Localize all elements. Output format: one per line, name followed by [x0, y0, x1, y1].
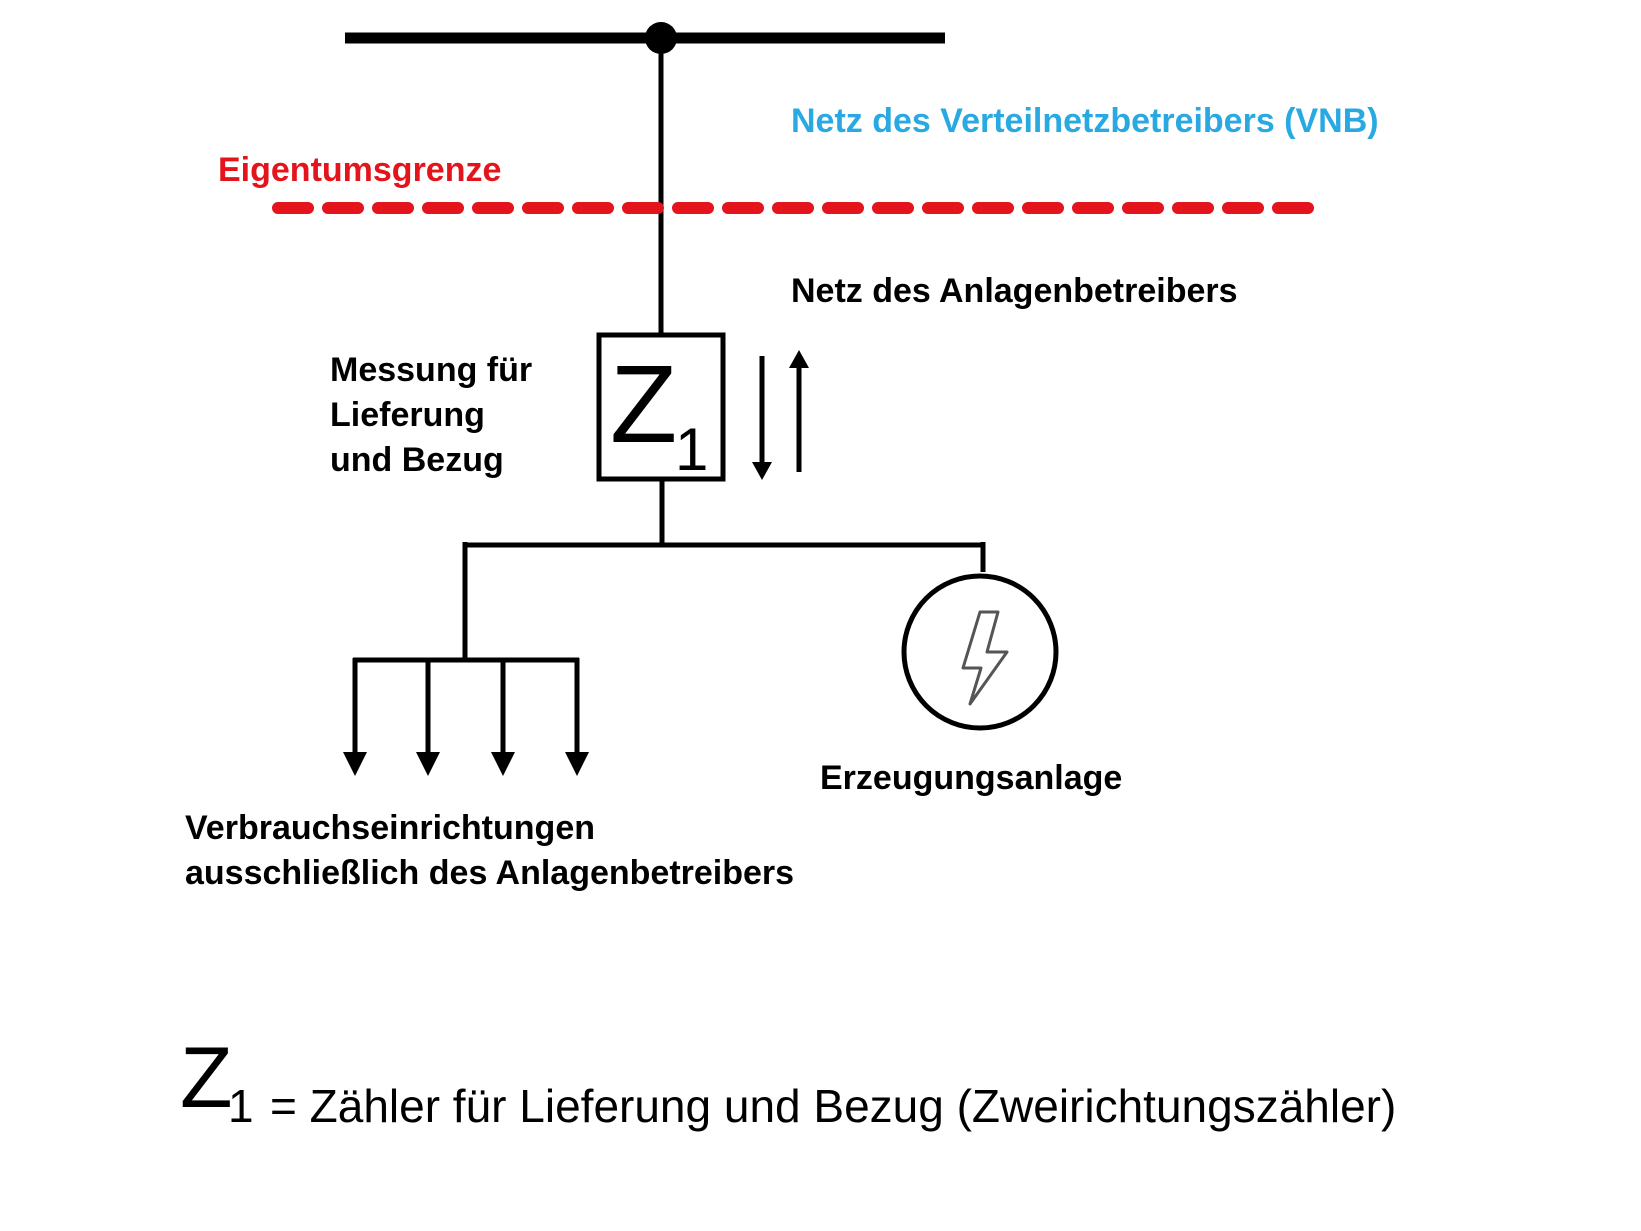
ownership-boundary-label: Eigentumsgrenze — [218, 151, 502, 189]
measurement-label-line2: Lieferung — [330, 396, 485, 434]
consumers-label: Verbrauchseinrichtungen ausschließlich d… — [185, 806, 794, 896]
legend-index: 1 — [228, 1080, 254, 1132]
down-arrow-icon — [416, 658, 440, 776]
meter-index: 1 — [675, 416, 709, 483]
measurement-label: Messung für Lieferung und Bezug — [330, 348, 532, 483]
meter-box — [596, 332, 726, 482]
down-arrow-icon — [343, 658, 367, 776]
measurement-label-line1: Messung für — [330, 351, 533, 389]
lightning-bolt-icon — [961, 610, 1009, 706]
measurement-label-line3: und Bezug — [330, 441, 504, 479]
connection-node — [645, 22, 677, 54]
operator-network-label: Netz des Anlagenbetreibers — [791, 272, 1238, 310]
generation-label: Erzeugungsanlage — [820, 759, 1123, 797]
down-arrow-icon — [565, 658, 589, 776]
consumers-label-line1: Verbrauchseinrichtungen — [185, 809, 595, 847]
legend-symbol: Z — [180, 1030, 233, 1126]
vnb-network-label: Netz des Verteilnetzbetreibers (VNB) — [791, 102, 1379, 140]
legend-text: = Zähler für Lieferung und Bezug (Zweiri… — [270, 1080, 1397, 1132]
consumers-label-line2: ausschließlich des Anlagenbetreibers — [185, 854, 795, 892]
meter-symbol: Z — [610, 343, 678, 466]
bidirectional-arrows-icon — [752, 350, 809, 480]
down-arrow-icon — [491, 658, 515, 776]
